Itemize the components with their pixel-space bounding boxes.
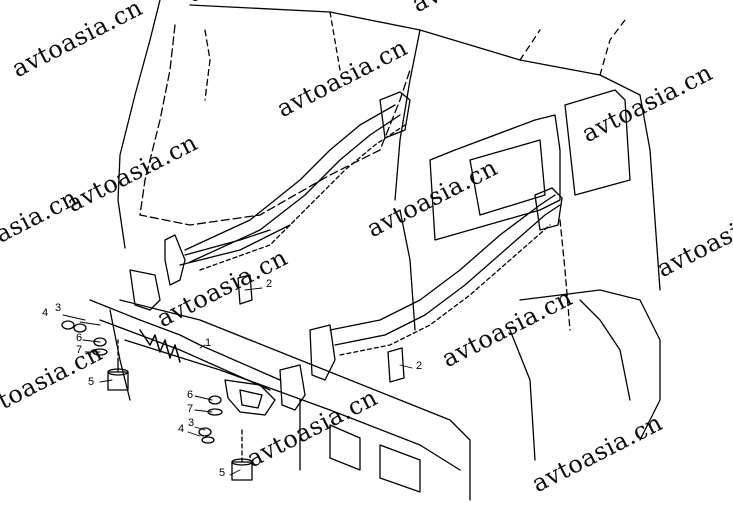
- bushing-left-6: [93, 337, 107, 347]
- grille-slot-2: [379, 444, 421, 493]
- mount-left-5: [107, 371, 129, 391]
- bracket-left-front: [129, 269, 161, 311]
- callout-7-left: 7: [76, 344, 83, 356]
- washer-left: [73, 323, 87, 333]
- callout-6-mid: 6: [187, 389, 194, 401]
- callout-1: 1: [205, 337, 212, 349]
- callout-4-mid: 4: [178, 423, 185, 435]
- mount-mid-5: [231, 461, 253, 481]
- bushing-mid-6: [208, 395, 222, 405]
- grille-slot-1: [329, 424, 361, 471]
- callout-2-top: 2: [266, 278, 273, 290]
- callout-7-mid: 7: [187, 403, 194, 415]
- callout-4-left: 4: [42, 307, 49, 319]
- torsion-mount-right: [534, 187, 563, 231]
- windshield: [139, 24, 411, 226]
- callout-5-left: 5: [88, 376, 95, 388]
- callout-3-mid: 3: [188, 417, 195, 429]
- callout-3-left: 3: [55, 302, 62, 314]
- rear-window: [564, 89, 631, 196]
- clamp-top: [237, 274, 253, 305]
- front-panel: [119, 299, 471, 501]
- cab-roof-edge: [394, 29, 421, 201]
- cab-latch: [224, 379, 276, 416]
- washer-mid: [201, 436, 215, 444]
- cab-back-edge: [639, 94, 661, 291]
- torsion-bar-left: [184, 104, 396, 251]
- side-window: [429, 114, 561, 241]
- callout-6-left: 6: [76, 332, 83, 344]
- bracket-left-upper: [164, 234, 186, 286]
- cab-roof-top: [189, 4, 641, 96]
- callout-5-mid: 5: [219, 467, 226, 479]
- torsion-bar-right: [329, 194, 556, 331]
- cab-roof-outline: [117, 0, 161, 249]
- spring-coil: [139, 329, 181, 363]
- bracket-mid: [279, 364, 306, 411]
- nut-left: [61, 320, 75, 330]
- clamp-right: [387, 347, 405, 383]
- bracket-right: [309, 324, 336, 381]
- nut-mid: [198, 427, 212, 437]
- callout-2-right: 2: [416, 360, 423, 372]
- left-cross-member: [89, 299, 281, 381]
- washer-mid-7: [207, 408, 223, 416]
- torsion-mount-left: [379, 91, 411, 139]
- washer-left-7: [92, 348, 108, 356]
